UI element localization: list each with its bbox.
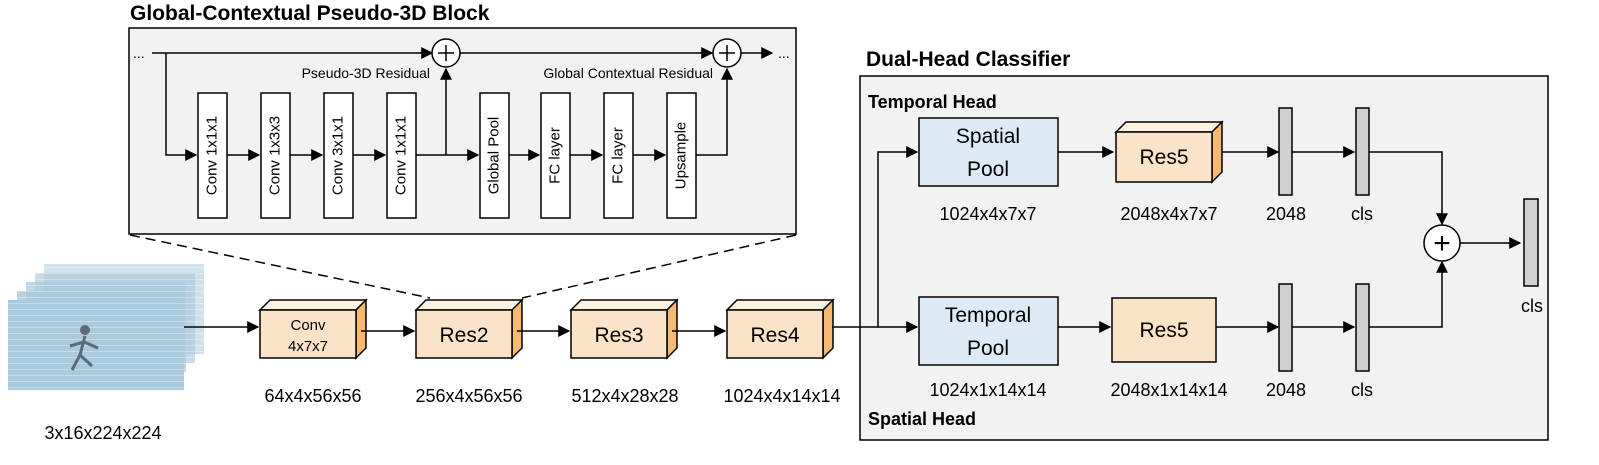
stage-size-3: 512x4x28x28 xyxy=(571,386,678,406)
layer-box-2 xyxy=(260,92,291,219)
temporal-pool-label-1: Temporal xyxy=(945,304,1031,327)
layer-label-1: Conv 1x1x1 xyxy=(203,116,220,195)
res5-spatial-size: 2048x1x14x14 xyxy=(1110,380,1227,400)
stage-label: Res2 xyxy=(439,324,488,347)
layer-box-8 xyxy=(666,92,697,219)
res5-spatial-label: Res5 xyxy=(1139,319,1188,342)
stage-top xyxy=(414,299,524,311)
spatial-to-fusion-arrow xyxy=(1369,260,1448,328)
layer-label-2: Conv 1x3x3 xyxy=(266,116,283,195)
layer-box-7 xyxy=(603,92,634,219)
spatial-pool-label-1: Spatial xyxy=(956,125,1020,148)
stage-front xyxy=(726,309,824,359)
layer-box-1 xyxy=(197,92,228,219)
res5-front xyxy=(1115,131,1213,183)
temporal-feature-vector xyxy=(1278,107,1293,196)
classifier-title: Dual-Head Classifier xyxy=(866,48,1070,71)
gcp-ellipsis-right: ... xyxy=(778,45,790,61)
zoom-line-left xyxy=(129,234,431,299)
temporal-branch-arrow xyxy=(877,146,919,327)
gcp-block: Global-Contextual Pseudo-3D Block ... ..… xyxy=(128,2,797,235)
res5-temporal-block: Res5 xyxy=(1114,120,1224,184)
temporal-pool-size: 1024x1x14x14 xyxy=(929,380,1046,400)
stage-block-4: Res4 xyxy=(725,298,835,360)
input-frame-front xyxy=(8,300,184,390)
temporal-pool-box xyxy=(918,296,1059,366)
input-size-label: 3x16x224x224 xyxy=(44,423,161,443)
temporal-head-title: Temporal Head xyxy=(868,92,997,112)
stage-size-2: 256x4x56x56 xyxy=(415,386,522,406)
res5-side xyxy=(1211,120,1223,184)
temporal-pool-label-2: Pool xyxy=(967,337,1009,360)
layer-label-3: Conv 3x1x1 xyxy=(329,116,346,195)
layer-box-5 xyxy=(479,92,510,219)
stage-front xyxy=(415,309,513,359)
gcp-block-title: Global-Contextual Pseudo-3D Block xyxy=(130,2,490,25)
temporal-cls-vector xyxy=(1355,107,1370,196)
res5-spatial-box xyxy=(1111,297,1217,363)
temporal-feature-size: 2048 xyxy=(1266,204,1306,224)
spatial-pool-size: 1024x4x7x7 xyxy=(939,204,1036,224)
res5-top xyxy=(1114,121,1224,133)
stage-block-1: Conv 4x7x7 xyxy=(258,298,368,360)
stage-label: Res3 xyxy=(594,324,643,347)
stage-top xyxy=(258,299,368,311)
stage-front xyxy=(570,309,668,359)
layer-label-6: FC layer xyxy=(546,127,563,184)
layer-box-6 xyxy=(540,92,571,219)
pseudo3d-residual-label: Pseudo-3D Residual xyxy=(302,65,430,81)
stage-top xyxy=(725,299,835,311)
layer-label-8: Upsample xyxy=(672,122,689,190)
spatial-head-title: Spatial Head xyxy=(868,409,976,429)
spatial-feature-vector xyxy=(1278,283,1293,372)
layer-label-4: Conv 1x1x1 xyxy=(392,116,409,195)
output-cls-label: cls xyxy=(1521,296,1543,316)
spatial-cls-vector xyxy=(1355,283,1370,372)
runner-figure xyxy=(80,325,90,335)
temporal-cls-label: cls xyxy=(1351,204,1373,224)
output-cls-vector xyxy=(1523,198,1539,287)
res5-temporal-size: 2048x4x7x7 xyxy=(1120,204,1217,224)
stage-label-line2: 4x7x7 xyxy=(288,338,328,355)
gcp-ellipsis-left: ... xyxy=(133,45,145,61)
fusion-symbol: + xyxy=(1433,227,1451,260)
stage-side xyxy=(666,298,678,360)
global-contextual-residual-label: Global Contextual Residual xyxy=(543,65,713,81)
stage-side xyxy=(822,298,834,360)
spatial-pool-label-2: Pool xyxy=(967,158,1009,181)
temporal-to-fusion-arrow xyxy=(1369,151,1448,226)
runner-figure xyxy=(69,335,99,371)
spatial-feature-size: 2048 xyxy=(1266,380,1306,400)
layer-label-7: FC layer xyxy=(609,127,626,184)
residual-up-arrow-2 xyxy=(697,67,733,156)
spatial-cls-label: cls xyxy=(1351,380,1373,400)
layer-sequence: Conv 1x1x1 Conv 1x3x3 Conv 3x1x1 Conv 1x1x1… xyxy=(197,92,697,219)
stage-block-2: Res2 xyxy=(414,298,524,360)
stage-label: Res4 xyxy=(750,324,799,347)
stage-size-1: 64x4x56x56 xyxy=(264,386,361,406)
dual-head-classifier: Dual-Head Classifier Temporal Head Spati… xyxy=(832,48,1549,441)
layer-label-5: Global Pool xyxy=(485,117,502,195)
branch-arrow xyxy=(165,53,198,161)
stage-label-line1: Conv xyxy=(290,317,326,334)
stage-side xyxy=(355,298,367,360)
res5-temporal-label: Res5 xyxy=(1139,146,1188,169)
stage-front xyxy=(259,309,357,359)
stage-side xyxy=(511,298,523,360)
stage-size-4: 1024x4x14x14 xyxy=(723,386,840,406)
input-frames: 3x16x224x224 xyxy=(8,264,204,443)
stage-top xyxy=(569,299,679,311)
zoom-line-right xyxy=(521,234,797,299)
stage-block-3: Res3 xyxy=(569,298,679,360)
backbone-stages: Conv 4x7x7 64x4x56x56 Res2 256x4x56x56 Res3 51… xyxy=(258,298,841,406)
